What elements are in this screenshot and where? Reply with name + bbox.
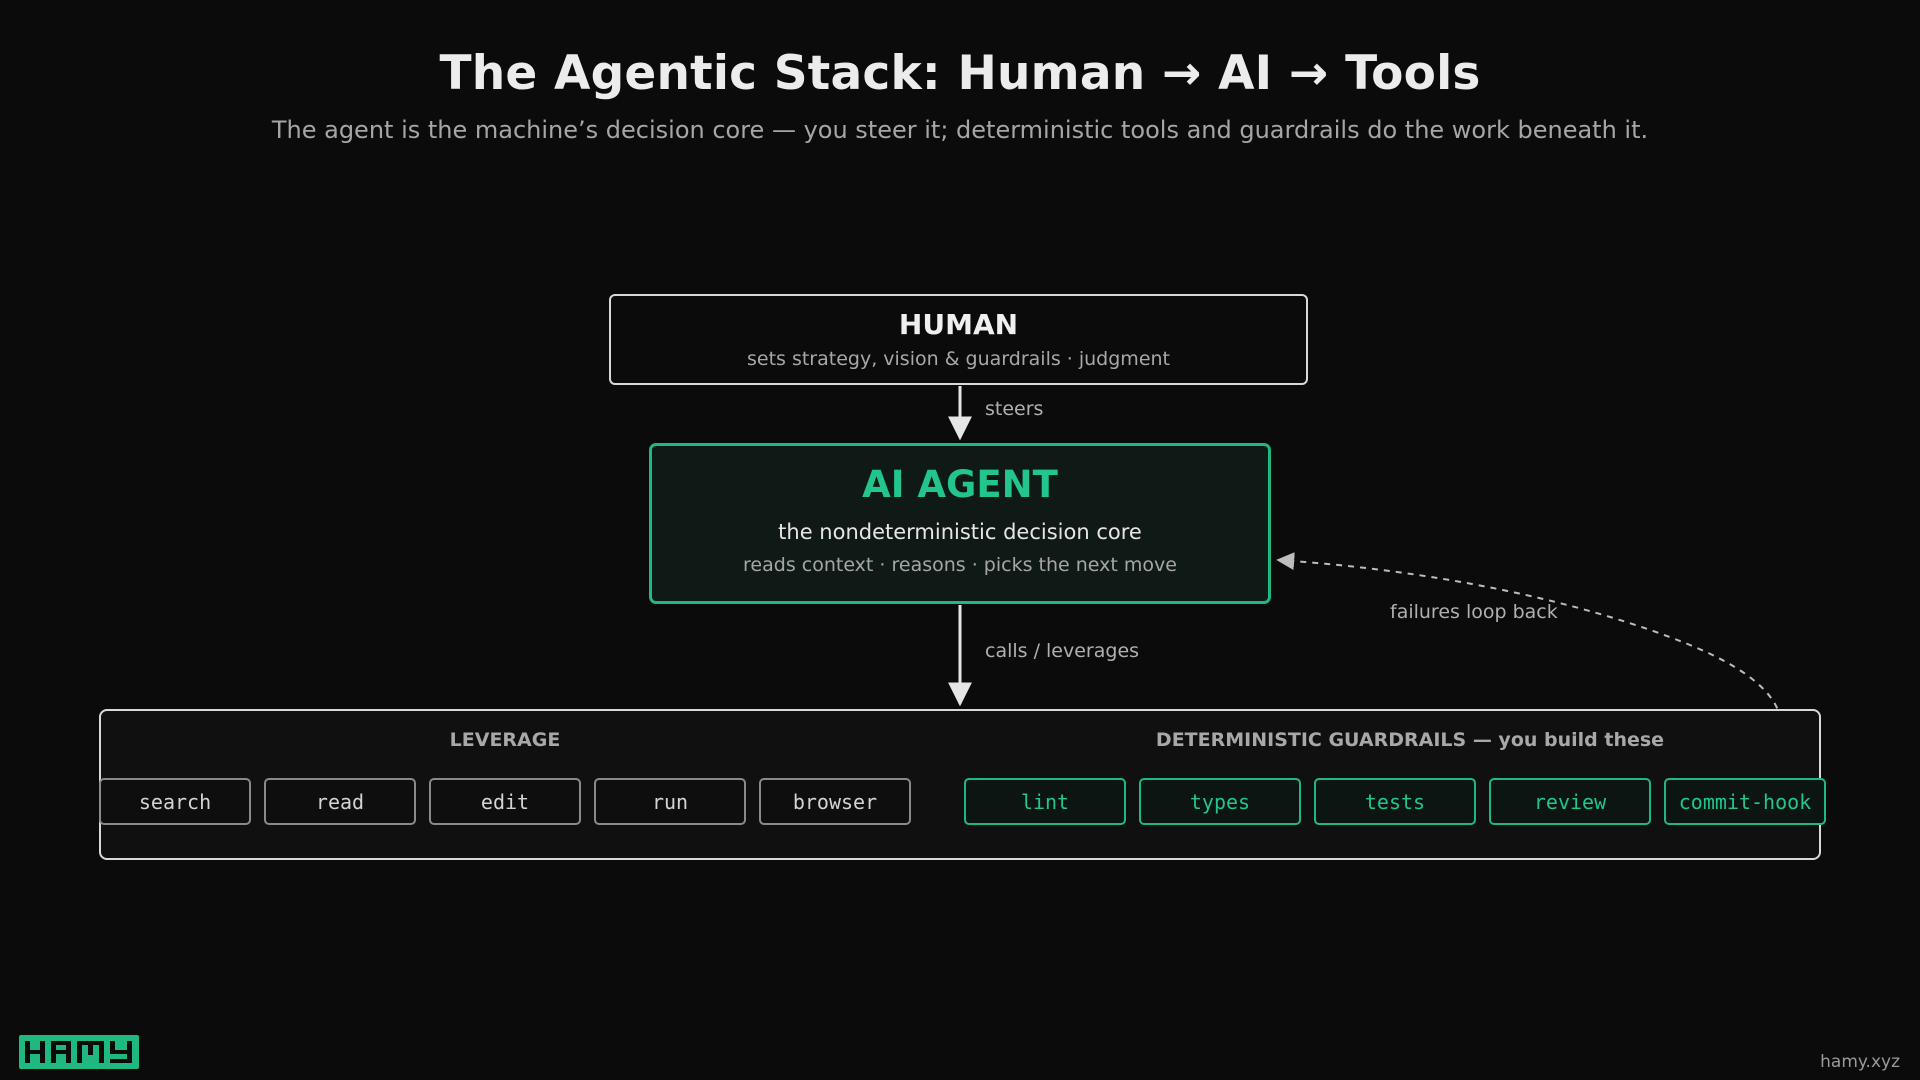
page-title: The Agentic Stack: Human → AI → Tools xyxy=(439,46,1481,101)
guardrail-lint: lint xyxy=(964,778,1126,825)
agent-actions: reads context · reasons · picks the next… xyxy=(743,554,1177,576)
ai-agent-box: AI AGENT the nondeterministic decision c… xyxy=(649,443,1271,604)
page-subtitle: The agent is the machine’s decision core… xyxy=(271,116,1649,144)
human-subtitle: sets strategy, vision & guardrails · jud… xyxy=(746,348,1170,370)
steers-label: steers xyxy=(985,398,1044,420)
leverage-label: LEVERAGE xyxy=(449,729,561,751)
footer-url: hamy.xyz xyxy=(1820,1052,1900,1072)
failures-loop-arrow xyxy=(1276,552,1782,779)
tool-read: read xyxy=(264,778,416,825)
human-title: HUMAN xyxy=(898,308,1019,341)
agent-description: the nondeterministic decision core xyxy=(778,520,1142,544)
guardrail-commit-hook: commit-hook xyxy=(1664,778,1826,825)
failures-label: failures loop back xyxy=(1390,601,1558,623)
guardrail-tests: tests xyxy=(1314,778,1476,825)
tool-search: search xyxy=(99,778,251,825)
guardrail-review: review xyxy=(1489,778,1651,825)
calls-label: calls / leverages xyxy=(985,640,1140,662)
tool-browser: browser xyxy=(759,778,911,825)
tool-edit: edit xyxy=(429,778,581,825)
agent-title: AI AGENT xyxy=(862,463,1058,506)
guardrail-types: types xyxy=(1139,778,1301,825)
human-box: HUMAN sets strategy, vision & guardrails… xyxy=(609,294,1308,385)
hamy-logo xyxy=(19,1035,139,1069)
tool-run: run xyxy=(594,778,746,825)
guardrails-label: DETERMINISTIC GUARDRAILS — you build the… xyxy=(1155,729,1665,751)
